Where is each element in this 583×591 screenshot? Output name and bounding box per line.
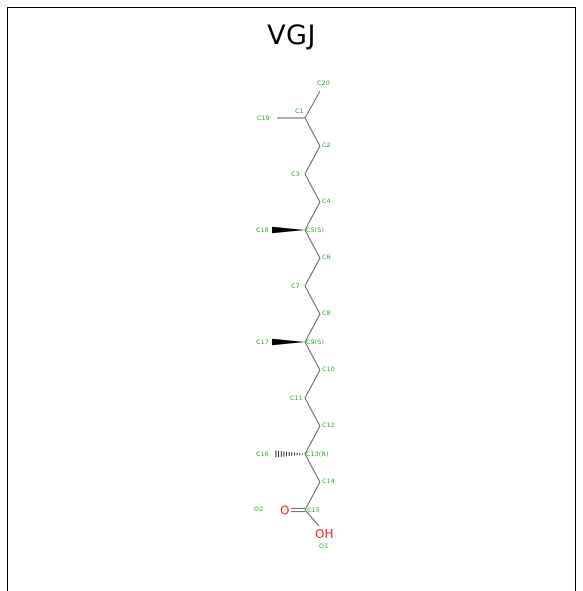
bond-c14-c15: [304, 481, 321, 511]
bond-c7-c8: [304, 285, 321, 315]
bond-c11-c12: [304, 397, 321, 427]
atom-label-o2: O2: [254, 505, 263, 513]
bond-c5-c6: [304, 229, 321, 259]
atom-label-c4: C4: [322, 197, 331, 205]
atom-label-c16: C16: [256, 450, 269, 458]
bond-c13-c14: [304, 453, 321, 483]
atom-label-c5: C5(S): [306, 226, 324, 234]
atom-label-o1: O1: [319, 542, 328, 550]
atom-label-c14: C14: [322, 477, 335, 485]
atom-label-c7: C7: [291, 282, 300, 290]
bond-c10-c11: [304, 369, 321, 399]
molecule-title: VGJ: [267, 20, 316, 51]
oxygen-symbol-o2: O: [280, 504, 289, 518]
bond-c9-c10: [304, 341, 321, 371]
atom-label-c10: C10: [322, 365, 335, 373]
atom-label-c6: C6: [322, 253, 331, 261]
bond-c8-c9: [304, 313, 321, 343]
atom-label-c17: C17: [256, 338, 269, 346]
atom-label-c11: C11: [290, 394, 303, 402]
atom-label-c9: C9(S): [306, 338, 324, 346]
bond-c4-c5: [304, 201, 321, 231]
bond-c3-c4: [304, 173, 321, 203]
atom-label-c13: C13(R): [306, 450, 328, 458]
atom-label-c3: C3: [291, 170, 300, 178]
bond-c2-c3: [304, 145, 321, 175]
atom-label-c18: C18: [256, 226, 269, 234]
bond-c9-c17-wedge: [272, 338, 305, 346]
atom-label-c1: C1: [295, 107, 304, 115]
bond-c1-c20: [304, 90, 321, 119]
atom-label-c20: C20: [317, 79, 330, 87]
atom-label-c15: C15: [307, 506, 320, 514]
bond-c15-o1: [304, 509, 320, 527]
diagram-frame: [7, 7, 576, 591]
atom-label-c2: C2: [322, 141, 331, 149]
bond-c6-c7: [304, 257, 321, 287]
bond-c5-c18-wedge: [272, 226, 305, 234]
oxygen-symbol-o1: OH: [315, 527, 333, 541]
atom-label-c12: C12: [322, 421, 335, 429]
bond-c12-c13: [304, 425, 321, 455]
atom-label-c19: C19: [257, 114, 270, 122]
bond-c13-c16-hash: [275, 450, 306, 458]
atom-label-c8: C8: [322, 309, 331, 317]
bond-c1-c2: [304, 117, 321, 147]
